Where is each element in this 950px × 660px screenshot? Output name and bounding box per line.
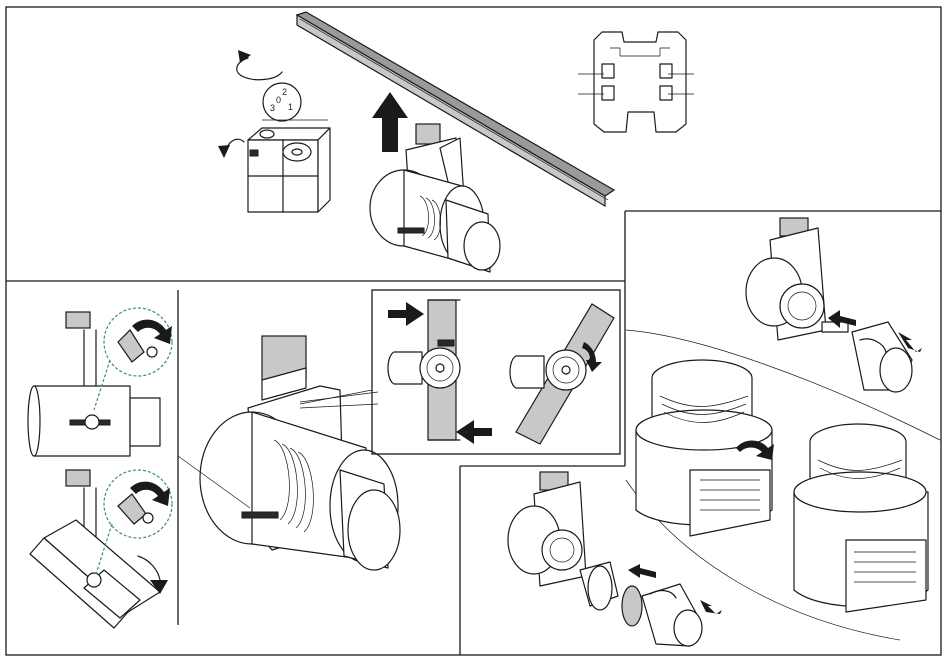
dial-label-2: 2 xyxy=(282,87,287,97)
housing-cutaway-right xyxy=(794,424,928,612)
up-arrow-icon xyxy=(372,92,408,152)
dial: 0 2 3 1 xyxy=(262,83,328,121)
panel-adapter-dial: 0 2 3 1 xyxy=(218,50,330,212)
dial-label-1: 1 xyxy=(288,102,293,112)
adapter-block xyxy=(248,128,330,212)
dial-label-0: 0 xyxy=(276,95,281,105)
rotate-arrow-icon xyxy=(218,139,244,158)
spotlight-fixture-large xyxy=(200,336,400,570)
left-arrow-icon xyxy=(456,420,492,444)
right-arrow-icon xyxy=(388,302,424,326)
dial-label-3: 3 xyxy=(270,103,275,113)
tilt-step-horizontal xyxy=(28,308,172,456)
lens-removal-step xyxy=(746,218,922,392)
rail-profile xyxy=(578,32,694,132)
tilt-step-angled xyxy=(30,470,172,628)
rotate-arrow-icon xyxy=(237,50,282,80)
knob-callout-box xyxy=(372,290,620,454)
